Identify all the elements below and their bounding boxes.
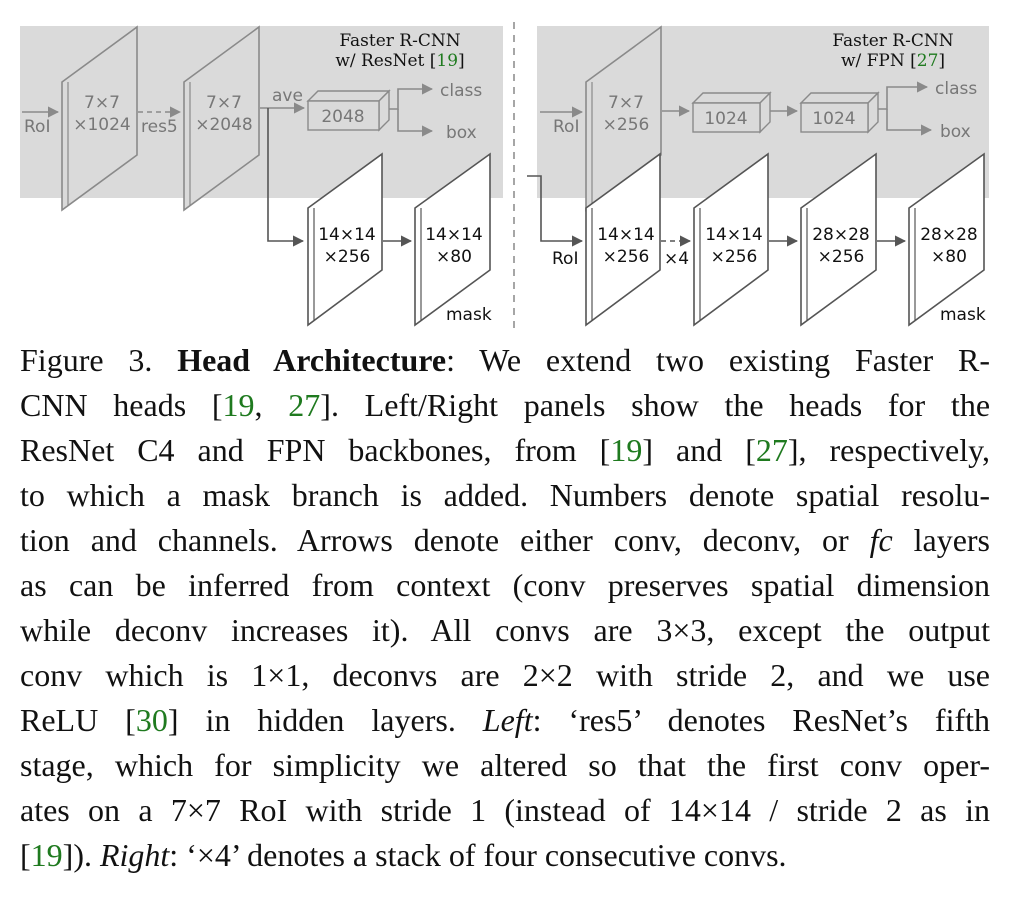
- citation-link[interactable]: 19: [30, 837, 63, 873]
- left-mask-block1-line1: 14×14: [318, 225, 376, 245]
- left-block1-line1: 7×7: [84, 93, 120, 113]
- right-class-label: class: [935, 79, 977, 99]
- caption-line-12: [19]). Right: ‘×4’ denotes a stack of fo…: [20, 837, 787, 873]
- left-class-label: class: [440, 81, 482, 101]
- right-x4-label: ×4: [664, 249, 689, 269]
- left-block1-line2: ×1024: [73, 115, 131, 135]
- caption-line-10: stage, which for simplicity we altered s…: [20, 747, 990, 783]
- right-title-line2: w/ FPN [27]: [841, 51, 945, 71]
- citation-link[interactable]: 27: [288, 387, 321, 423]
- right-mask-block1-line1: 14×14: [597, 225, 655, 245]
- left-mask-block-1: [307, 152, 383, 327]
- right-box-label: box: [940, 122, 971, 142]
- citation-link[interactable]: 27: [755, 432, 788, 468]
- right-block1-line2: ×256: [603, 115, 650, 135]
- right-mask-branch-arrow: [527, 175, 584, 247]
- right-mask-block3-line1: 28×28: [812, 225, 870, 245]
- right-fc-box-2: [800, 102, 869, 133]
- left-ave-label: ave: [272, 86, 303, 106]
- head-architecture-figure: Faster R-CNN w/ ResNet [19] RoI 7×7 ×102…: [20, 22, 989, 330]
- left-title-line2: w/ ResNet [19]: [335, 51, 464, 71]
- right-fc2-label: 1024: [812, 109, 855, 129]
- left-mask-branch-arrow: [267, 108, 305, 247]
- right-roi-label: RoI: [553, 117, 579, 137]
- left-feature-block-1: [61, 25, 138, 212]
- right-class-arrow: [878, 81, 929, 110]
- right-mask-label: mask: [940, 305, 986, 325]
- right-mask-block-3: [800, 152, 877, 327]
- left-mask-block-2: [414, 152, 491, 327]
- left-fc-label: 2048: [321, 107, 364, 127]
- right-mask-block1-line2: ×256: [603, 247, 650, 267]
- right-roi2-label: RoI: [552, 249, 578, 269]
- right-feature-block-1: [585, 25, 662, 212]
- left-box-arrow: [397, 109, 434, 137]
- right-fc-box-1: [692, 102, 761, 133]
- left-block2-line2: ×2048: [195, 115, 253, 135]
- citation-link[interactable]: 30: [135, 702, 168, 738]
- left-class-arrow: [389, 83, 434, 110]
- left-roi-label: RoI: [24, 117, 50, 137]
- left-title-line1: Faster R-CNN: [339, 31, 460, 51]
- right-mask-block2-line1: 14×14: [705, 225, 763, 245]
- right-mask-block-4: [908, 152, 985, 327]
- right-mask-block4-line1: 28×28: [920, 225, 978, 245]
- caption-line-4: to which a mask branch is added. Numbers…: [20, 477, 990, 513]
- right-mask-block4-line2: ×80: [931, 247, 967, 267]
- caption-line-9: ReLU [30] in hidden layers. Left: ‘res5’…: [20, 702, 991, 738]
- left-mask-block2-line2: ×80: [436, 247, 472, 267]
- caption-line-8: conv which is 1×1, deconvs are 2×2 with …: [20, 657, 990, 693]
- left-box-label: box: [446, 123, 477, 143]
- left-mask-label: mask: [446, 305, 492, 325]
- caption-line-7: while deconv increases it). All convs ar…: [20, 612, 990, 648]
- right-fc1-label: 1024: [704, 109, 747, 129]
- right-panel: Faster R-CNN w/ FPN [27] RoI 7×7 ×256 10…: [527, 25, 986, 327]
- caption-line-3: ResNet C4 and FPN backbones, from [19] a…: [20, 432, 991, 468]
- left-mask-block1-line2: ×256: [324, 247, 371, 267]
- left-mask-block2-line1: 14×14: [425, 225, 483, 245]
- caption-line-11: ates on a 7×7 RoI with stride 1 (instead…: [20, 792, 990, 828]
- left-res5-label: res5: [141, 117, 178, 137]
- right-mask-block2-line2: ×256: [711, 247, 758, 267]
- left-feature-block-2: [183, 25, 260, 212]
- left-block2-line1: 7×7: [206, 93, 242, 113]
- right-box-arrow: [886, 109, 933, 136]
- left-fc-box: [307, 100, 380, 131]
- right-mask-block-1: [585, 152, 661, 327]
- right-mask-block-2: [693, 152, 769, 327]
- citation-link[interactable]: 19: [610, 432, 643, 468]
- right-title-line1: Faster R-CNN: [832, 31, 953, 51]
- citation-link[interactable]: 19: [222, 387, 255, 423]
- left-panel: Faster R-CNN w/ ResNet [19] RoI 7×7 ×102…: [22, 25, 492, 327]
- caption-line-2: CNN heads [19, 27]. Left/Right panels sh…: [20, 387, 991, 423]
- caption-line-5: tion and channels. Arrows denote either …: [20, 522, 991, 558]
- caption-line-6: as can be inferred from context (conv pr…: [20, 567, 990, 603]
- right-block1-line1: 7×7: [608, 93, 644, 113]
- caption-line-1: Figure 3. Head Architecture: We extend t…: [20, 342, 991, 378]
- right-mask-block3-line2: ×256: [818, 247, 865, 267]
